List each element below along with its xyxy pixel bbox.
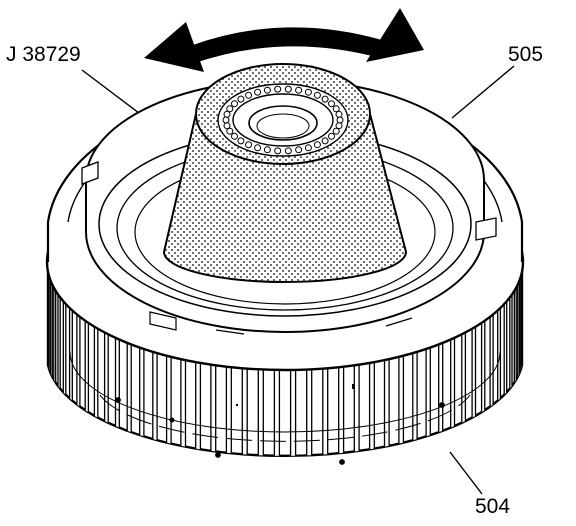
drum-spline (84, 310, 90, 421)
tool-tooth (231, 100, 238, 108)
tool-j38729 (162, 63, 408, 283)
tool-tooth (263, 86, 271, 94)
drum-spline (53, 282, 57, 390)
drum-spline (503, 294, 508, 403)
tool-tooth (254, 144, 262, 152)
tool-tooth (254, 88, 262, 96)
tool-tooth (321, 95, 329, 103)
rotation-arrow-icon (144, 8, 424, 72)
tool-tooth (332, 105, 340, 113)
tool-tooth (223, 122, 231, 130)
drum-spline (49, 276, 53, 383)
speck-marks (236, 384, 354, 406)
callout-504-label: 504 (475, 495, 511, 518)
tool-tooth (313, 141, 321, 149)
drum-spline (513, 282, 517, 390)
tool-tooth (336, 116, 344, 124)
tool-tooth (237, 95, 245, 103)
tool-tooth (226, 127, 234, 135)
tool-tooth (332, 127, 340, 135)
tool-tooth (304, 88, 312, 96)
tool-tooth (226, 105, 234, 113)
tool-tooth (328, 132, 335, 140)
drum-spline (93, 315, 99, 427)
tool-tooth (231, 132, 238, 140)
tool-tooth (295, 146, 303, 154)
tool-tooth (237, 137, 245, 145)
drum-spline (471, 315, 477, 427)
tool-tooth (284, 85, 292, 93)
tool-tooth (304, 144, 312, 152)
tool-tooth (284, 147, 292, 155)
tool-tooth (245, 141, 253, 149)
tool-tooth (321, 137, 329, 145)
drum-spline (57, 288, 61, 396)
drum-spline (517, 276, 521, 383)
drum-spline (509, 288, 513, 396)
leader-line-505 (451, 65, 515, 119)
drum-spline (126, 329, 132, 441)
callout-tool-label: J 38729 (6, 43, 81, 66)
tool-tooth (223, 110, 231, 118)
tool-tooth (313, 91, 321, 99)
drum-spline (489, 305, 494, 415)
drum-spline (76, 305, 81, 415)
drum-spline (103, 320, 109, 432)
tool-tooth (335, 122, 343, 130)
drum-spline (461, 320, 467, 432)
drum-spline (139, 333, 145, 446)
drum-spline (48, 270, 51, 376)
callout-505-label: 505 (508, 43, 544, 66)
tool-tooth (335, 110, 343, 118)
tool-tooth (274, 147, 282, 155)
tool-tooth (245, 91, 253, 99)
tool-tooth (328, 100, 335, 108)
drum-spline (450, 324, 456, 437)
tool-tooth (263, 146, 271, 154)
tool-tooth (274, 85, 282, 93)
drum-spline (480, 310, 486, 421)
tool-tooth (295, 86, 303, 94)
drum-spline (62, 294, 67, 403)
drum-spline (114, 324, 120, 437)
leader-line-504 (449, 451, 483, 495)
tool-tooth (222, 116, 230, 124)
drum-spline (438, 329, 444, 441)
drum-spline (425, 333, 431, 446)
